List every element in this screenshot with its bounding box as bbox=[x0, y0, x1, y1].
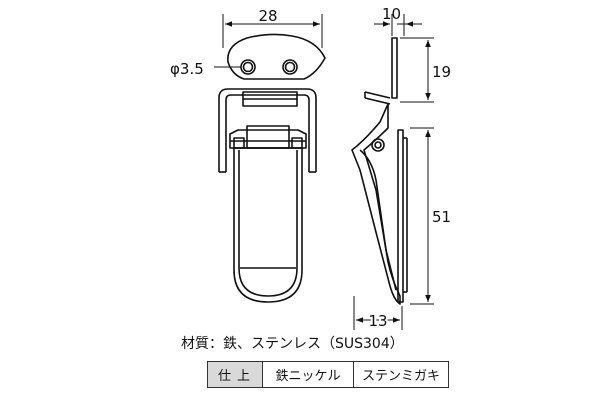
mounting-plate bbox=[227, 33, 326, 80]
side-view bbox=[351, 37, 408, 305]
side-dimensions bbox=[353, 14, 434, 330]
side-wall-plate bbox=[391, 37, 398, 99]
dim-hole-label: φ3.5 bbox=[170, 60, 204, 78]
wire-bail bbox=[218, 88, 317, 172]
front-view bbox=[218, 33, 326, 303]
mount-hole-right bbox=[282, 59, 298, 75]
dim-length-label: 51 bbox=[432, 208, 451, 226]
technical-drawing: 28 φ3.5 10 19 51 bbox=[170, 5, 451, 330]
side-hinge-pin bbox=[371, 138, 385, 152]
dim-thickness-label: 10 bbox=[382, 5, 401, 23]
dim-bottom-label: 13 bbox=[368, 312, 387, 330]
lever-head bbox=[229, 129, 307, 149]
finish-option-stainless-polish: ステンミガキ bbox=[353, 361, 450, 388]
dim-upper-label: 19 bbox=[432, 63, 451, 81]
finish-row: 仕上 鉄ニッケル ステンミガキ bbox=[206, 361, 450, 388]
finish-header: 仕上 bbox=[206, 361, 264, 388]
side-lever bbox=[351, 103, 401, 305]
side-keeper-plate bbox=[397, 129, 404, 303]
front-dimensions bbox=[222, 14, 323, 48]
finish-table: 仕上 鉄ニッケル ステンミガキ bbox=[206, 361, 450, 388]
lever-arm bbox=[233, 147, 303, 303]
dim-width-label: 28 bbox=[258, 7, 277, 25]
side-wire-bail bbox=[364, 91, 391, 105]
material-spec: 材質：鉄、ステンレス（SUS304） bbox=[181, 336, 404, 352]
finish-option-iron-nickel: 鉄ニッケル bbox=[262, 361, 355, 388]
